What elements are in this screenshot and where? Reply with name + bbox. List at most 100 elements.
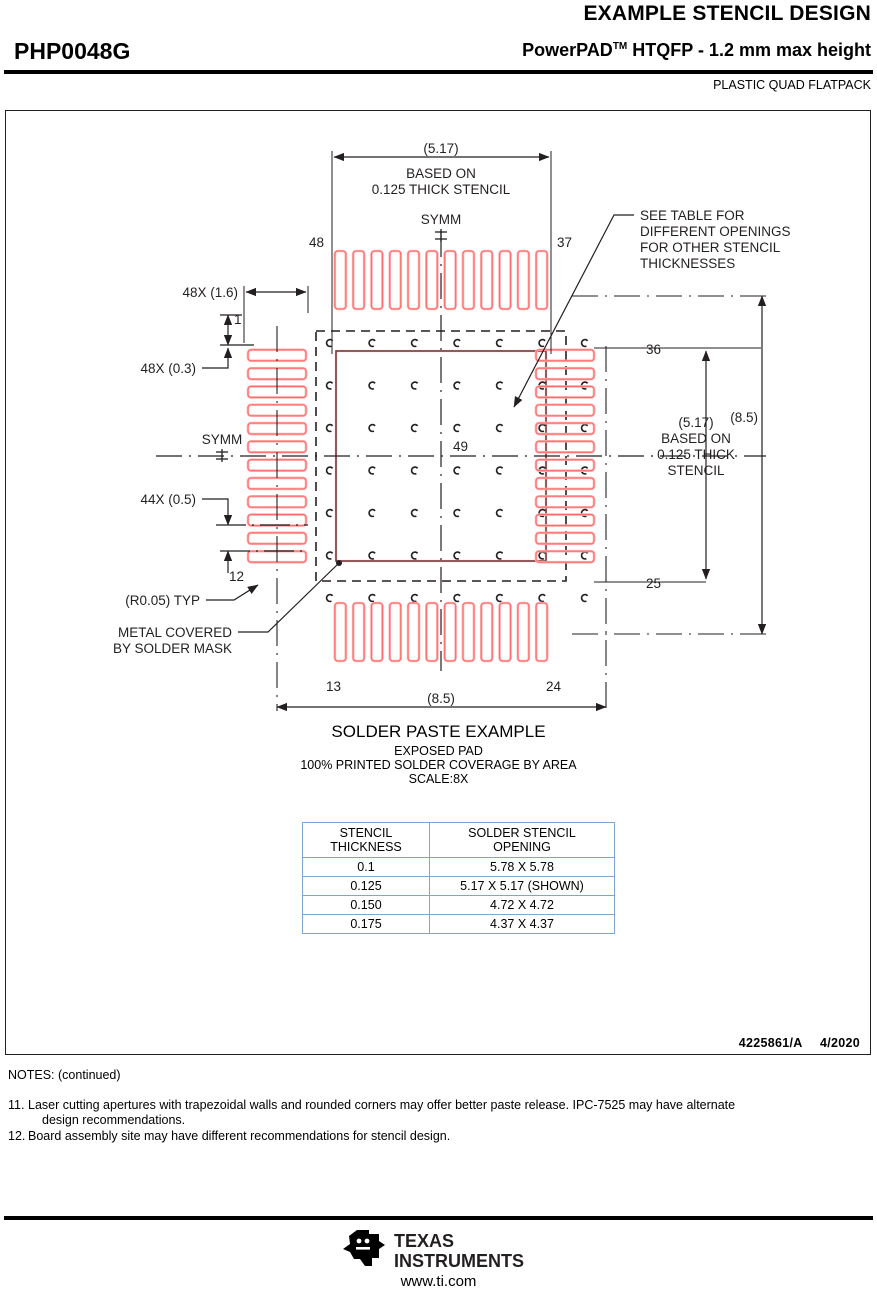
- pin-label-12: 12: [229, 569, 244, 584]
- pin-label-36: 36: [646, 342, 661, 357]
- cell-opening: 5.17 X 5.17 (SHOWN): [429, 876, 615, 896]
- via-mark: [495, 423, 504, 433]
- note-text-block: Board assembly site may have different r…: [28, 1129, 868, 1144]
- ti-logo-mouth: [355, 1247, 370, 1250]
- table-header-opening: SOLDER STENCIL OPENING: [429, 822, 615, 858]
- stencil-pad-right: [534, 494, 596, 509]
- package-description: PowerPADTM HTQFP - 1.2 mm max height: [522, 40, 871, 61]
- via-mark: [368, 593, 376, 603]
- table-row: 0.125 5.17 X 5.17 (SHOWN): [302, 876, 615, 896]
- via-mark: [538, 338, 546, 348]
- via-mark: [325, 551, 334, 560]
- via-mark: [368, 381, 376, 390]
- stencil-pad-top: [498, 249, 512, 311]
- stencil-pad-top: [534, 249, 549, 311]
- via-mark: [368, 551, 376, 560]
- package-family: PLASTIC QUAD FLATPACK: [713, 78, 871, 92]
- stencil-pad-bottom: [370, 601, 384, 663]
- via-mark: [410, 508, 419, 518]
- symm-left-label: SYMM: [202, 432, 243, 447]
- right-note-line3: STENCIL: [667, 463, 725, 478]
- stencil-pad-bottom: [443, 601, 457, 663]
- via-mark: [453, 466, 461, 475]
- table-header-thickness-l1: STENCIL: [339, 826, 393, 840]
- stencil-pad-right: [534, 476, 596, 491]
- stencil-thickness-table: STENCIL THICKNESS SOLDER STENCIL OPENING…: [302, 822, 615, 934]
- via-mark: [580, 381, 589, 390]
- stencil-pad-right: [534, 513, 596, 527]
- stencil-pad-bottom: [425, 601, 439, 663]
- cell-thickness: 0.1: [302, 857, 430, 877]
- via-mark: [410, 551, 419, 560]
- via-mark: [325, 508, 334, 518]
- cell-thickness: 0.125: [302, 876, 430, 896]
- via-mark: [580, 593, 589, 603]
- via-mark: [410, 593, 419, 603]
- leader-r005: [206, 584, 259, 601]
- right-dim-85-label: (8.5): [730, 410, 758, 425]
- pin-label-25: 25: [646, 576, 661, 591]
- table-header-opening-l1: SOLDER STENCIL: [468, 826, 576, 840]
- via-mark: [453, 338, 461, 348]
- note-number: 11.: [8, 1098, 25, 1112]
- caption-scale: SCALE:8X: [408, 772, 469, 786]
- see-table-line4: THICKNESSES: [640, 256, 735, 271]
- stencil-pad-right: [534, 366, 596, 381]
- dim-48x16-label: 48X (1.6): [182, 285, 238, 300]
- via-marks: [325, 338, 589, 603]
- see-table-line1: SEE TABLE FOR: [640, 208, 745, 223]
- table-header-opening-l2: OPENING: [493, 840, 551, 854]
- stencil-pad-right: [534, 458, 596, 472]
- pin-label-48: 48: [309, 235, 324, 250]
- stencil-pad-bottom: [333, 601, 348, 663]
- note-text: Board assembly site may have different r…: [28, 1129, 451, 1143]
- cell-opening: 4.37 X 4.37: [429, 914, 615, 934]
- stencil-pad-right: [534, 549, 596, 564]
- drawing-number: 4225861/A: [738, 1036, 803, 1050]
- bottom-pad-row: [333, 601, 549, 663]
- stencil-pad-bottom: [406, 601, 421, 663]
- caption-title: SOLDER PASTE EXAMPLE: [331, 722, 546, 741]
- caption-subtitle: EXPOSED PAD: [394, 744, 483, 758]
- via-mark: [580, 423, 589, 433]
- via-mark: [538, 593, 546, 603]
- table-header-row: STENCIL THICKNESS SOLDER STENCIL OPENING: [302, 822, 615, 858]
- ti-logo-eye-right: [364, 1238, 369, 1244]
- symm-left-symbol: [216, 449, 228, 462]
- stencil-pad-bottom: [534, 601, 549, 663]
- ti-logo-eye-left: [356, 1238, 361, 1244]
- table-row: 0.175 4.37 X 4.37: [302, 914, 615, 934]
- dim-48x03-label: 48X (0.3): [140, 361, 196, 376]
- via-mark: [495, 593, 504, 603]
- symm-top-label: SYMM: [421, 212, 462, 227]
- stencil-pad-right: [534, 348, 596, 363]
- note-number: 12.: [8, 1129, 26, 1143]
- leader-44x05: [202, 498, 233, 526]
- via-mark: [410, 423, 419, 433]
- stencil-pad-right: [534, 421, 596, 436]
- leader-48x03: [202, 347, 233, 369]
- leader-dot-metal-covered: [336, 560, 342, 566]
- header-divider: [4, 70, 873, 74]
- via-mark: [538, 508, 546, 518]
- leader-see-table: [513, 214, 634, 408]
- stencil-pad-right: [534, 440, 596, 454]
- right-note-line2: 0.125 THICK: [657, 447, 735, 462]
- table-row: 0.150 4.72 X 4.72: [302, 895, 615, 915]
- pin-label-37: 37: [557, 235, 572, 250]
- stencil-pad-top: [461, 249, 476, 311]
- note-item: 12. Board assembly site may have differe…: [8, 1129, 868, 1144]
- texas-instruments-logo: TEXAS INSTRUMENTS: [342, 1230, 524, 1271]
- metal-note-line1: METAL COVERED: [118, 625, 232, 640]
- via-mark: [495, 508, 504, 518]
- stencil-pad-bottom: [461, 601, 476, 663]
- cell-opening: 5.78 X 5.78: [429, 857, 615, 877]
- dim-r005-label: (R0.05) TYP: [125, 593, 200, 608]
- metal-note-line2: BY SOLDER MASK: [113, 641, 232, 656]
- symm-top-symbol: [435, 229, 447, 242]
- via-mark: [325, 381, 334, 390]
- via-mark: [453, 551, 461, 560]
- dim-44x05-label: 44X (0.5): [140, 492, 196, 507]
- drawing-number-block: 4225861/A 4/2020: [725, 1036, 860, 1050]
